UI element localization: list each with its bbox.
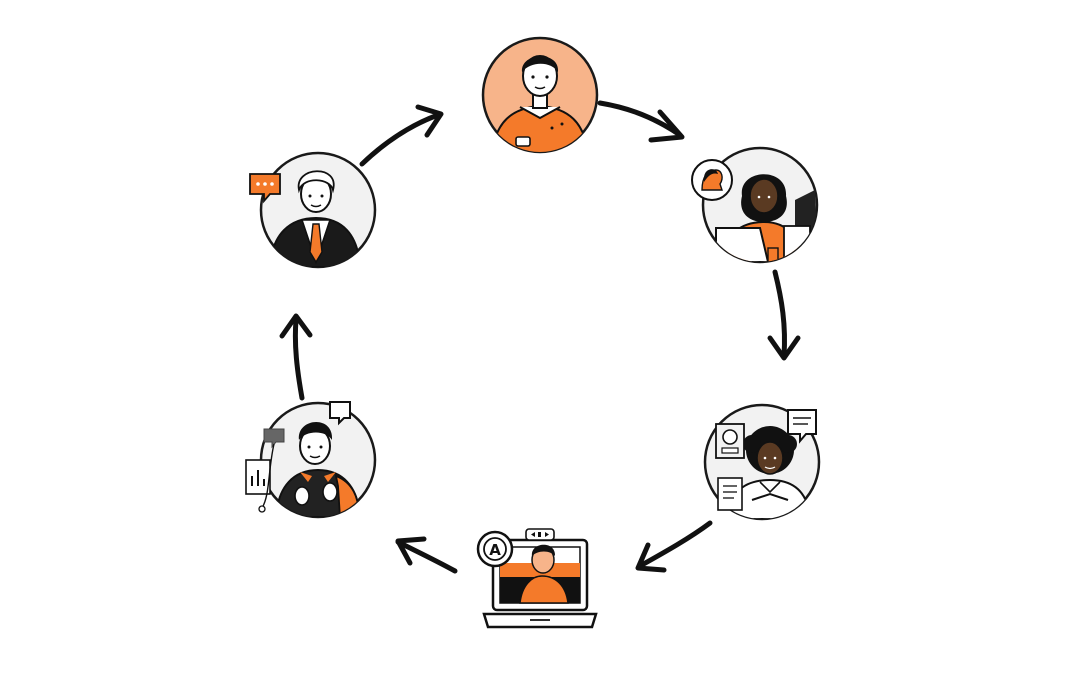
arrowhead-2	[767, 335, 801, 361]
node-bottom: A	[476, 528, 598, 629]
laptop-icon	[482, 538, 598, 629]
arrow-upper-left-to-top	[359, 112, 441, 167]
letter-a-badge-icon: A	[476, 530, 514, 568]
badge-letter: A	[489, 541, 501, 559]
cycle-arrows	[279, 100, 801, 574]
arrow-upper-right-to-lower-right	[772, 269, 788, 359]
man-explaining-figure	[274, 421, 362, 517]
orange-chat-bubble-icon	[249, 173, 281, 204]
woman-laptop-desk-figure	[715, 174, 817, 262]
node-lower-left	[245, 401, 377, 519]
chat-bubble-icon	[787, 409, 817, 444]
arrowhead-4	[395, 536, 427, 566]
arrowhead-5	[279, 313, 313, 339]
arrowhead-6	[415, 104, 444, 138]
arrow-lower-left-to-upper-left	[292, 317, 305, 401]
arrow-top-to-upper-right	[597, 100, 683, 138]
older-man-suit-figure	[268, 170, 362, 267]
woman-hands-together-figure	[726, 426, 812, 519]
node-top	[481, 36, 599, 154]
arrowhead-1	[648, 109, 685, 143]
document-chart-icon	[245, 443, 275, 513]
arrow-lower-right-to-bottom	[637, 520, 713, 569]
document-icon	[717, 477, 743, 511]
profile-bubble-icon	[691, 159, 733, 201]
profile-card-icon	[715, 423, 745, 459]
node-upper-left	[249, 151, 377, 269]
node-lower-right	[703, 403, 821, 521]
arrow-bottom-to-lower-left	[395, 539, 458, 574]
node-upper-right	[691, 146, 819, 264]
media-controls-icon	[525, 528, 555, 541]
arrowhead-3	[635, 542, 667, 573]
